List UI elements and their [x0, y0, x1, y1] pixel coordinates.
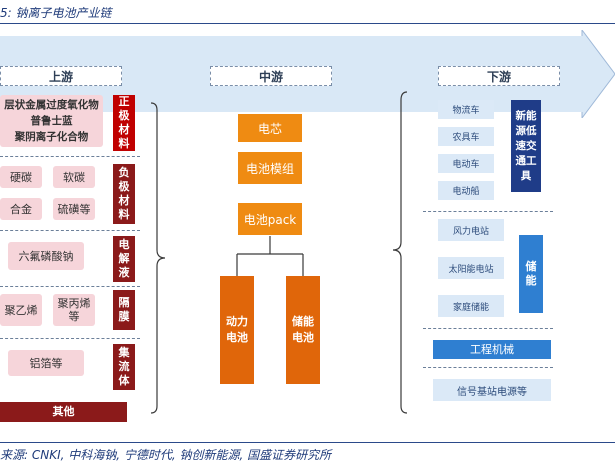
label-char: 膜: [118, 310, 130, 323]
app-solar-station: 太阳能电站: [438, 257, 504, 279]
label-char: 液: [118, 266, 130, 279]
label-char: 极: [118, 180, 130, 193]
separator-label: 隔 膜: [113, 290, 135, 330]
label-line: 通工: [515, 154, 537, 167]
label-char: 体: [118, 374, 130, 387]
label-char: 解: [118, 252, 130, 265]
app-home-storage: 家庭储能: [438, 295, 504, 317]
divider: [423, 328, 553, 329]
label-char: 负: [118, 166, 130, 179]
app-wind-station: 风力电站: [438, 219, 504, 241]
app-electric-vehicle: 电动车: [438, 154, 494, 173]
label-char: 能: [525, 274, 537, 287]
battery-module-box: 电池模组: [238, 152, 302, 184]
anode-item-sulfur: 硫磺等: [53, 198, 95, 220]
figure-title: 5: 钠离子电池产业链: [0, 6, 112, 20]
cathode-label: 正 极 材 料: [113, 95, 135, 151]
energy-storage-label: 储 能: [519, 235, 543, 313]
stage-upstream: 上游: [0, 66, 122, 86]
label-line: 储能: [292, 315, 314, 328]
label-char: 隔: [118, 296, 130, 309]
battery-pack-box: 电池pack: [238, 203, 302, 235]
divider: [423, 211, 553, 212]
label-line: 动力: [226, 315, 248, 328]
bottom-divider: [0, 442, 615, 443]
arrow-head-icon: [570, 30, 615, 118]
source-note: 来源: CNKI, 中科海钠, 宁德时代, 钠创新能源, 国盛证券研究所: [0, 448, 332, 462]
separator-item-pp: 聚丙烯等: [53, 294, 95, 326]
anode-label: 负 极 材 料: [113, 164, 135, 224]
cathode-item: 层状金属过度氧化物: [4, 99, 99, 111]
electrolyte-label: 电 解 液: [113, 236, 135, 282]
collector-item: 铝箔等: [8, 350, 84, 376]
storage-battery-box: 储能 电池: [286, 276, 320, 384]
label-line: 速交: [515, 139, 537, 152]
anode-item-soft-carbon: 软碳: [53, 166, 95, 188]
label-char: 材: [118, 123, 130, 136]
label-char: 材: [118, 194, 130, 207]
power-battery-box: 动力 电池: [220, 276, 254, 384]
separator-item-pe: 聚乙烯: [0, 294, 42, 326]
label-char: 电: [118, 238, 130, 251]
label-char: 储: [525, 260, 537, 273]
low-speed-ev-label: 新能 源低 速交 通工 具: [511, 100, 541, 192]
label-char: 正: [118, 95, 130, 108]
collector-label: 集 流 体: [113, 344, 135, 390]
anode-item-alloy: 合金: [0, 198, 42, 220]
divider: [0, 286, 140, 287]
label-char: 集: [118, 346, 130, 359]
anode-item-hard-carbon: 硬碳: [0, 166, 42, 188]
cathode-materials-box: 层状金属过度氧化物 普鲁士蓝 聚阴离子化合物: [0, 95, 103, 147]
label-char: 料: [118, 137, 130, 150]
label-line: 新能: [515, 109, 537, 122]
label-char: 极: [118, 109, 130, 122]
cathode-item: 普鲁士蓝: [30, 115, 73, 127]
label-char: 料: [118, 208, 130, 221]
divider: [0, 338, 140, 339]
divider: [0, 156, 140, 157]
divider: [0, 230, 140, 231]
divider: [423, 367, 553, 368]
label-line: 电池: [226, 331, 248, 344]
top-divider: [0, 23, 615, 24]
electrolyte-item: 六氟磷酸钠: [8, 242, 84, 270]
app-electric-boat: 电动船: [438, 181, 494, 200]
app-farm-vehicle: 农具车: [438, 127, 494, 146]
app-telecom-base-station: 信号基站电源等: [433, 379, 551, 401]
battery-cell-box: 电芯: [238, 114, 302, 142]
connector-lines: [150, 91, 408, 414]
label-char: 流: [118, 360, 130, 373]
label-line: 具: [520, 169, 532, 182]
label-line: 源低: [515, 124, 537, 137]
app-logistics-vehicle: 物流车: [438, 100, 494, 119]
app-construction-machinery: 工程机械: [433, 340, 551, 359]
label-line: 电池: [292, 331, 314, 344]
stage-midstream: 中游: [210, 66, 332, 86]
stage-downstream: 下游: [438, 66, 560, 86]
cathode-item: 聚阴离子化合物: [14, 131, 89, 143]
other-materials-bar: 其他: [0, 402, 127, 422]
